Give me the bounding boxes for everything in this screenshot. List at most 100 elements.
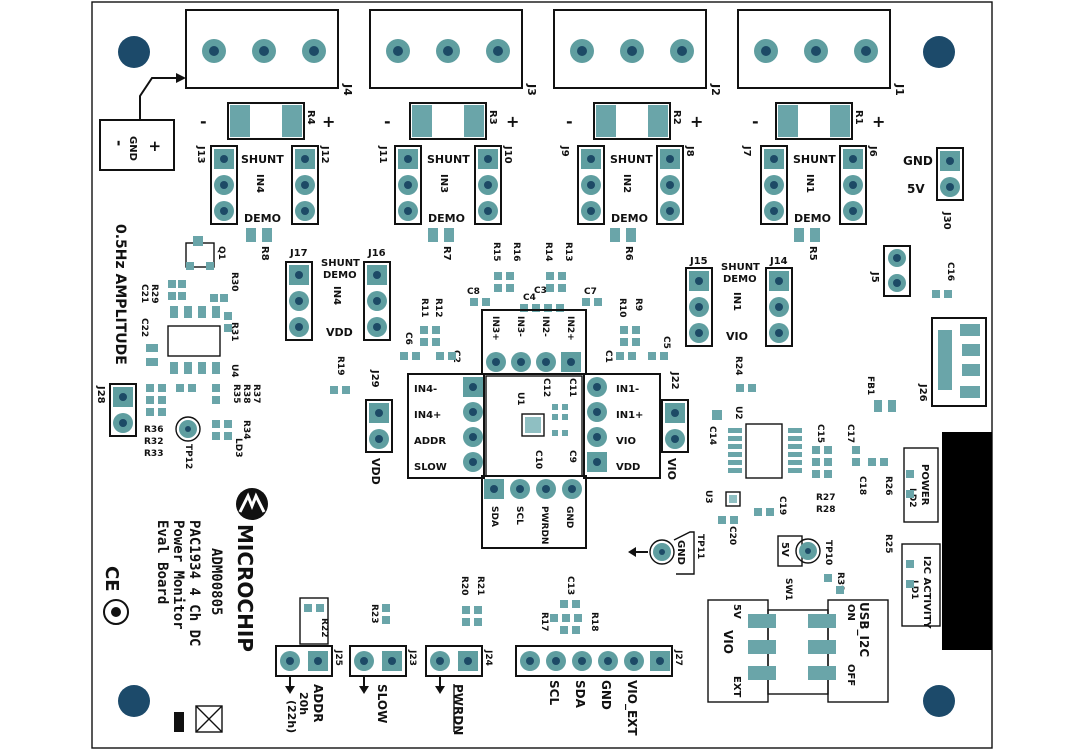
header-j27[interactable]: C13 R17 R18 J27 SCL SDA GND VIO_EXT [515, 576, 683, 736]
silkscreen-label: C10 [533, 450, 543, 469]
silkscreen-label: GND [675, 540, 686, 565]
channel-2-jumpers[interactable]: J9 SHUNT IN2 DEMO J8 R6 [559, 145, 695, 261]
silkscreen-label: C22 [139, 318, 149, 337]
silkscreen-label: C19 [777, 496, 787, 515]
silkscreen-label: R30 [229, 272, 239, 291]
header-j29[interactable]: J29 VDD [365, 369, 393, 485]
silkscreen-label: TP10 [823, 540, 833, 565]
terminal-j3[interactable]: J3 [369, 9, 538, 96]
board-name-line2: Power Monitor [170, 520, 186, 630]
silkscreen-label: U2 [733, 406, 743, 420]
silkscreen-label: - [110, 140, 128, 146]
u4-area: R29 C21 R30 R31 C22 U4 R37 R38 R35 R34 R… [139, 272, 261, 459]
silkscreen-label: IN3 [438, 174, 449, 193]
board-outline [91, 1, 993, 749]
silkscreen-label: J23 [407, 649, 417, 666]
silkscreen-label: R27 [816, 493, 835, 503]
silkscreen-label: R7 [441, 246, 452, 261]
silkscreen-label: SHUNT [721, 262, 760, 273]
silkscreen-label: R33 [144, 449, 163, 459]
silkscreen-label: C9 [567, 450, 577, 463]
silkscreen-label: J11 [377, 145, 388, 164]
silkscreen-label: J22 [669, 371, 680, 390]
silkscreen-label: R5 [807, 246, 818, 261]
testpoint-tp10[interactable]: 5V TP10 [777, 535, 833, 567]
channel-4-jumpers[interactable]: J13 SHUNT IN4 DEMO J12 R8 [195, 145, 330, 261]
silkscreen-label: GND [903, 154, 933, 168]
silkscreen-label: R13 [563, 242, 573, 261]
silkscreen-label: - [384, 112, 391, 131]
silkscreen-label: J26 [917, 383, 928, 402]
header-j28[interactable]: J28 [95, 383, 137, 437]
silkscreen-label: SHUNT [427, 153, 470, 166]
silkscreen-label: + [146, 140, 164, 153]
silkscreen-label: SDA [489, 506, 499, 527]
silkscreen-label: IN1- [616, 384, 639, 395]
silkscreen-label: SHUNT [610, 153, 653, 166]
silkscreen-label: C18 [857, 476, 867, 495]
silkscreen-label: SDA [573, 680, 587, 709]
terminal-j4[interactable]: J4 [185, 9, 354, 96]
silkscreen-label: R36 [144, 425, 163, 435]
header-j30[interactable]: GND 5V J30 [903, 147, 964, 230]
testpoint-tp11[interactable]: GND TP11 [628, 531, 705, 575]
channel-1-jumpers[interactable]: J7 SHUNT IN1 DEMO J6 R5 [741, 145, 878, 261]
silkscreen-label: DEMO [323, 270, 357, 281]
switch-sw1[interactable]: SW1 5V VIO EXT ON USB_I2C OFF [707, 578, 889, 703]
silkscreen-label: SHUNT [241, 153, 284, 166]
silkscreen-label: LD3 [233, 438, 243, 457]
sense-resistor-r1: - R1 + [752, 102, 885, 140]
silkscreen-label: SW1 [783, 578, 793, 601]
silkscreen-label: VIO [665, 458, 678, 480]
silkscreen-label: DEMO [428, 212, 465, 225]
silkscreen-label: POWER [919, 464, 930, 506]
silkscreen-label: - [752, 112, 759, 131]
silkscreen-label: VIO [721, 630, 735, 654]
u2-area: R24 U2 C14 C15 C17 FB1 C18 R27 R28 R26 [707, 356, 896, 515]
power-led-ld2: POWER LD2 [903, 447, 939, 523]
silkscreen-label: R3 [487, 110, 498, 125]
testpoint-tp12[interactable]: TP12 [175, 416, 201, 469]
silkscreen-label: SHUNT [793, 153, 836, 166]
silkscreen-label: J9 [559, 145, 570, 157]
silkscreen-label: J30 [941, 211, 952, 230]
vio-shunt-block[interactable]: J15 J14 SHUNT DEMO IN1 VIO [685, 256, 793, 347]
silkscreen-label: - [200, 112, 207, 131]
header-j5[interactable]: J5 [869, 245, 911, 297]
silkscreen-label: C17 [845, 424, 855, 443]
silkscreen-label: J17 [289, 248, 308, 259]
silkscreen-label: + [690, 112, 703, 131]
amplitude-label: 0.5Hz AMPLITUDE [112, 224, 128, 365]
microchip-logo: MICROCHIP [233, 488, 268, 652]
silkscreen-label: IN4 [331, 286, 342, 305]
silkscreen-label: U1 [515, 392, 525, 406]
silkscreen-label: R32 [144, 437, 163, 447]
silkscreen-label: R1 [853, 110, 864, 125]
silkscreen-label: - [566, 112, 573, 131]
silkscreen-label: + [872, 112, 885, 131]
mounting-hole-bl [118, 685, 150, 717]
silkscreen-label: C14 [707, 426, 717, 445]
silkscreen-label: J14 [769, 256, 788, 267]
silkscreen-label: GND [564, 506, 574, 528]
silkscreen-label: IN3- [515, 316, 525, 337]
silkscreen-label: R8 [259, 246, 270, 261]
terminal-j2[interactable]: J2 [553, 9, 722, 96]
usb-connector-j26[interactable]: J26 [917, 317, 987, 407]
silkscreen-label: + [322, 112, 335, 131]
board-name-line1: PAC1934 4 Ch DC [186, 520, 202, 646]
vdd-shunt-block[interactable]: J17 J16 SHUNT DEMO IN4 VDD [285, 248, 391, 341]
terminal-j1[interactable]: J1 [737, 9, 906, 96]
silkscreen-label: R22 [319, 618, 329, 637]
channel-3-jumpers[interactable]: J11 SHUNT IN3 DEMO J10 R7 [377, 145, 513, 261]
header-j24[interactable]: R20 R21 J24 PWRDN [425, 576, 493, 735]
silkscreen-label: C8 [467, 287, 480, 297]
silkscreen-label: IN1+ [616, 410, 643, 421]
silkscreen-label: (22h) [285, 700, 298, 733]
header-j25[interactable]: R22 J25 ADDR 20h (22h) [275, 597, 343, 733]
silkscreen-label: J28 [95, 385, 106, 404]
header-j23[interactable]: R23 J23 SLOW [349, 604, 417, 723]
header-j22[interactable]: J22 VIO [661, 371, 689, 480]
arrow-to-j4 [139, 77, 180, 120]
